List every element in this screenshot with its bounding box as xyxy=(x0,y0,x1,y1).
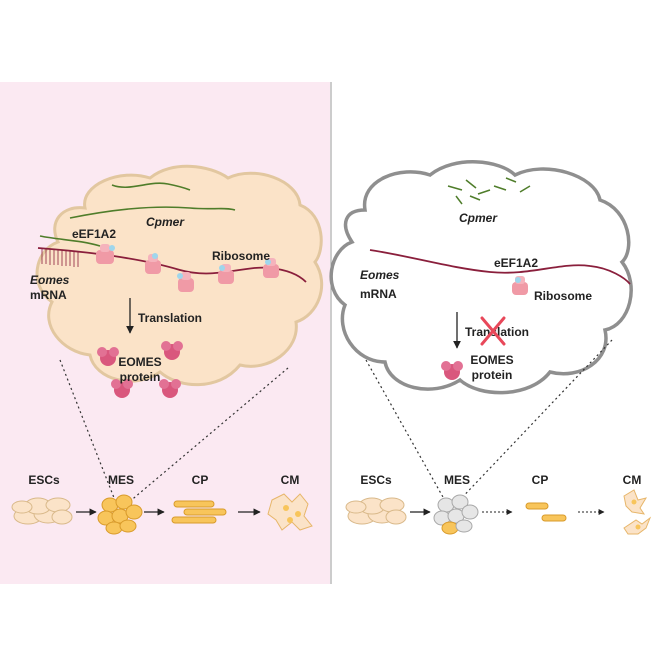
right-eomes-protein xyxy=(441,361,463,380)
left-eomes-protein-label-1: EOMES xyxy=(118,355,161,369)
right-eef1a2-label: eEF1A2 xyxy=(494,256,538,270)
right-ribosome xyxy=(512,276,528,295)
left-ribosome-5 xyxy=(263,258,279,278)
right-mes-cells xyxy=(433,494,479,535)
left-eomes-protein-4 xyxy=(159,379,181,398)
right-eomes-label: Eomes xyxy=(360,268,400,282)
left-mes-cells xyxy=(97,494,143,535)
left-ribosome-3 xyxy=(177,272,194,292)
right-cpmer-label: Cpmer xyxy=(459,211,498,225)
left-eomes-protein-3 xyxy=(111,379,133,398)
left-mrna-label: mRNA xyxy=(30,288,67,302)
left-stage-escs: ESCs xyxy=(28,473,60,487)
left-cpmer-strand-2 xyxy=(69,206,236,219)
left-ribosome-2 xyxy=(145,253,161,274)
right-mrna-label: mRNA xyxy=(360,287,397,301)
left-eomes-protein-label-2: protein xyxy=(120,370,161,384)
blocked-cross-icon xyxy=(480,316,506,346)
left-ribosome-label: Ribosome xyxy=(212,249,270,263)
left-cpmer-strand-1 xyxy=(111,182,191,191)
left-eef1a2-label: eEF1A2 xyxy=(72,227,116,241)
right-translation-label: Translation xyxy=(465,325,529,339)
left-eomes-protein-1 xyxy=(97,347,119,366)
right-ribosome-label: Ribosome xyxy=(534,289,592,303)
left-zoom-line-1 xyxy=(59,359,119,509)
left-cpmer-strand-3 xyxy=(39,235,101,247)
right-eomes-protein-label-2: protein xyxy=(472,368,513,382)
left-mrna-tail xyxy=(41,248,79,267)
right-stage-escs: ESCs xyxy=(360,473,392,487)
right-stage-mes: MES xyxy=(444,473,470,487)
right-escs-cells xyxy=(345,497,407,525)
left-translation-label: Translation xyxy=(138,311,202,325)
right-eomes-protein-label-1: EOMES xyxy=(470,353,513,367)
right-stage-cm: CM xyxy=(623,473,642,487)
right-stage-cp: CP xyxy=(532,473,549,487)
left-cp-cells xyxy=(171,500,227,524)
left-ribosome-4 xyxy=(218,264,234,284)
left-stage-mes: MES xyxy=(108,473,134,487)
left-escs-cells xyxy=(11,497,73,525)
left-stage-cm: CM xyxy=(281,473,300,487)
left-zoom-line-2 xyxy=(121,367,289,509)
right-cp-cells xyxy=(525,502,567,522)
left-ribosome-1 xyxy=(96,244,115,264)
right-cm-cells xyxy=(623,489,652,535)
right-cell-blob xyxy=(329,160,633,395)
left-cpmer-label: Cpmer xyxy=(146,215,185,229)
left-stage-cp: CP xyxy=(192,473,209,487)
right-mrna-strand xyxy=(369,249,631,285)
left-eomes-protein-2 xyxy=(161,341,183,360)
left-eomes-label: Eomes xyxy=(30,273,70,287)
right-zoom-line-2 xyxy=(453,339,613,507)
left-cm-cells xyxy=(267,493,313,531)
right-cpmer-fragments xyxy=(447,177,531,205)
